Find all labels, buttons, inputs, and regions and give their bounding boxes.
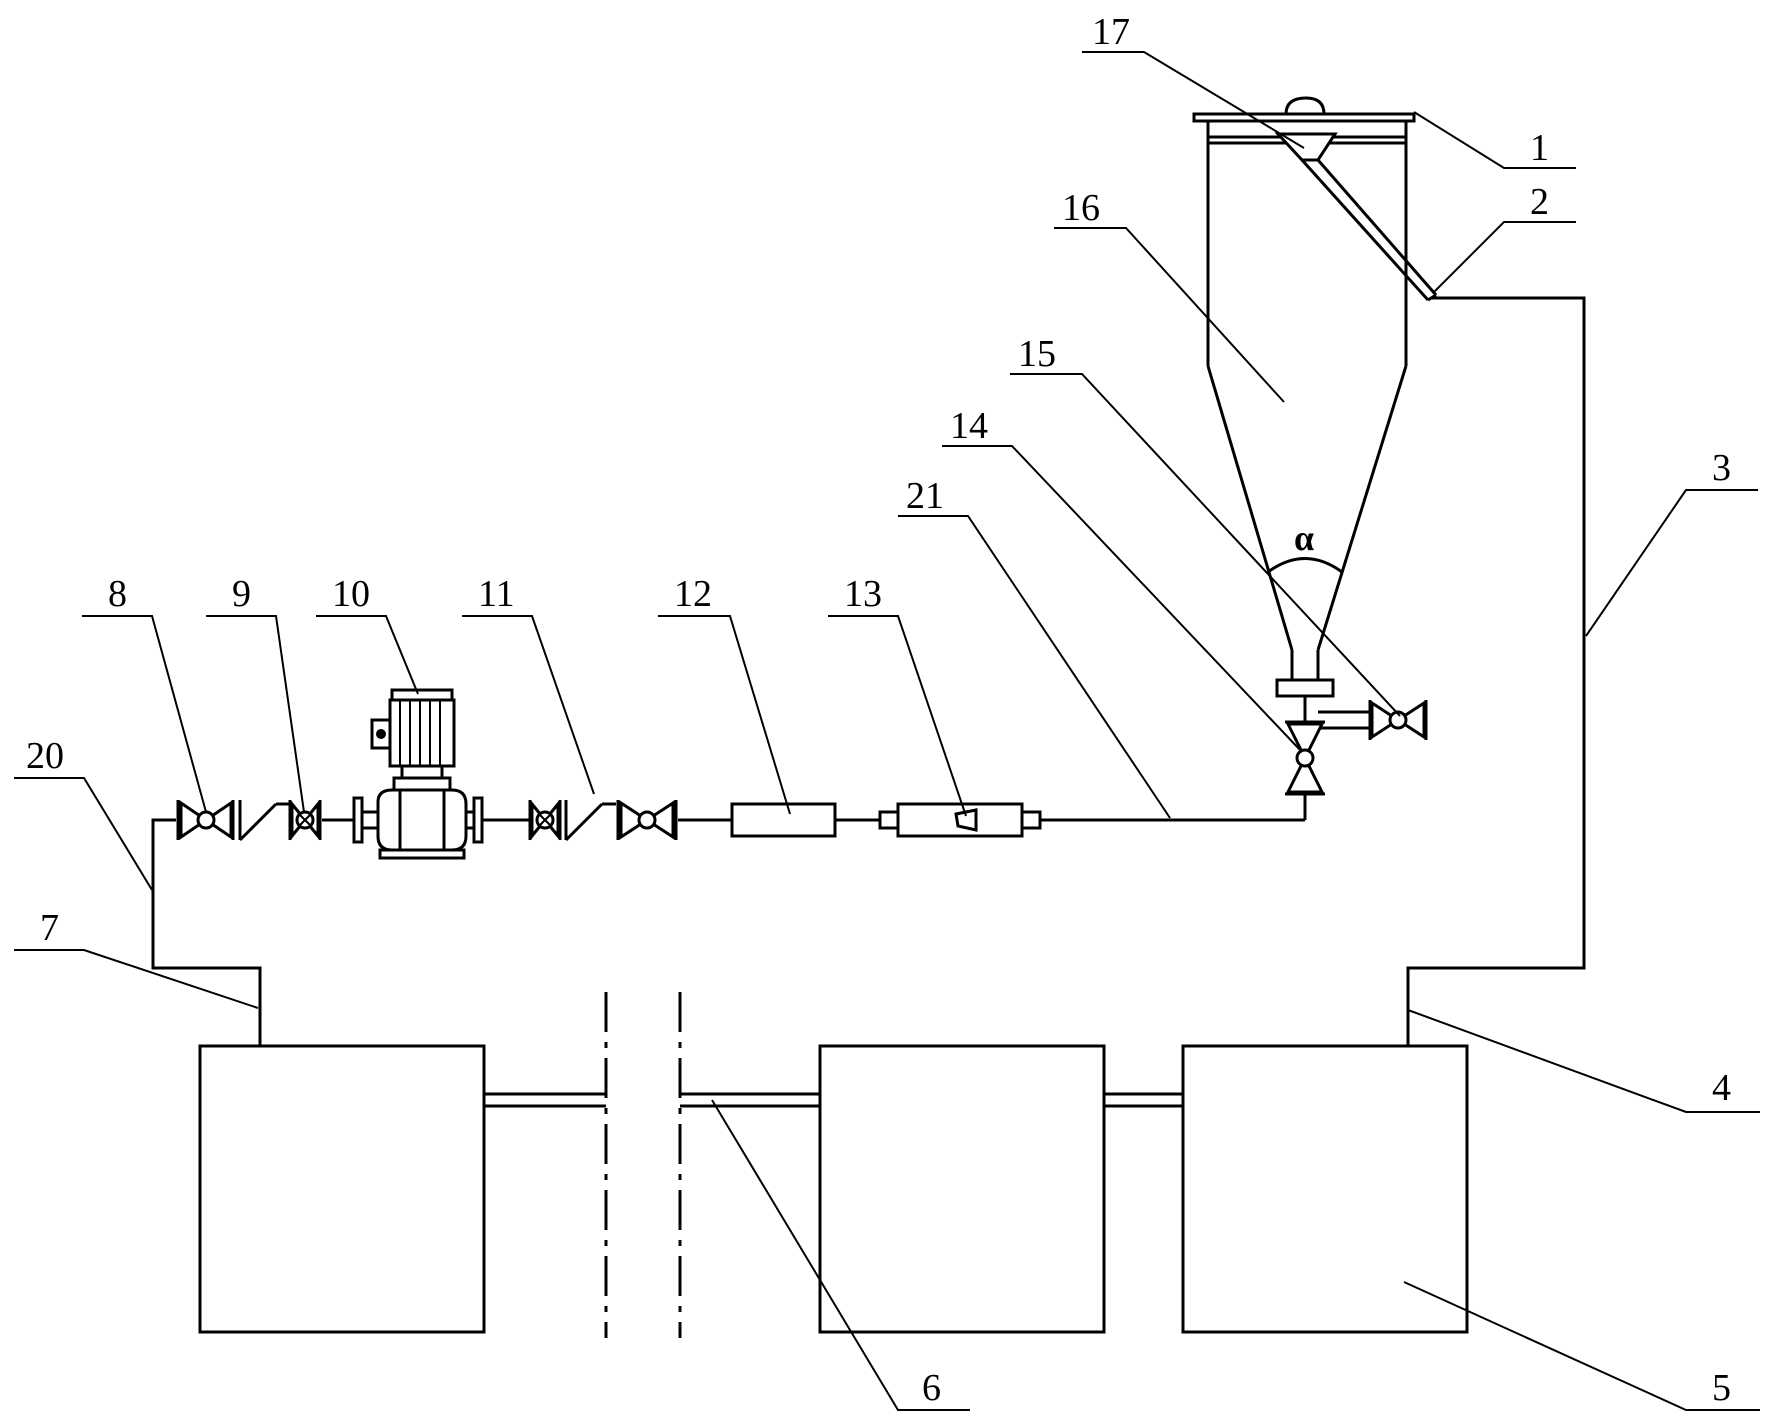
outlet-valve xyxy=(1285,720,1325,796)
leader-lines xyxy=(14,51,1760,1411)
pump-casing xyxy=(376,788,468,852)
suction-pipe xyxy=(151,818,262,1046)
label-1: 1 xyxy=(1530,127,1549,169)
pump-unit xyxy=(352,688,484,860)
labels: 17 1 2 16 15 14 21 3 4 5 6 7 20 8 9 10 1… xyxy=(26,11,1731,1409)
label-20: 20 xyxy=(26,735,64,777)
label-14: 14 xyxy=(950,405,988,447)
valve-group-11 xyxy=(528,799,678,842)
cone-angle-arc xyxy=(1267,557,1343,574)
label-12: 12 xyxy=(674,573,712,615)
supply-line xyxy=(151,696,1307,1046)
label-10: 10 xyxy=(332,573,370,615)
tank-lid xyxy=(1192,112,1416,123)
tank-right xyxy=(1181,1044,1469,1334)
label-8: 8 xyxy=(108,573,127,615)
label-7: 7 xyxy=(40,907,59,949)
label-13: 13 xyxy=(844,573,882,615)
side-valve xyxy=(1318,700,1428,740)
outlet-flange xyxy=(1275,678,1335,698)
label-2: 2 xyxy=(1530,181,1549,223)
label-6: 6 xyxy=(922,1367,941,1409)
label-alpha: α xyxy=(1294,518,1314,558)
tank-middle xyxy=(818,1044,1106,1334)
label-15: 15 xyxy=(1018,333,1056,375)
lid-handle xyxy=(1284,96,1326,115)
label-17: 17 xyxy=(1092,11,1130,53)
tank-left xyxy=(198,1044,486,1334)
return-pipe xyxy=(1406,296,1586,1046)
filter-12 xyxy=(730,802,837,838)
label-16: 16 xyxy=(1062,187,1100,229)
label-11: 11 xyxy=(478,573,515,615)
ball-valve-9 xyxy=(288,799,322,841)
flowmeter-13 xyxy=(878,802,1042,838)
check-valve-8-9 xyxy=(238,800,290,842)
label-21: 21 xyxy=(906,475,944,517)
feed-chute xyxy=(1274,132,1438,302)
label-3: 3 xyxy=(1712,447,1731,489)
gate-valve-8 xyxy=(176,800,235,840)
hopper-tank xyxy=(1192,96,1416,698)
label-4: 4 xyxy=(1712,1067,1731,1109)
label-9: 9 xyxy=(232,573,251,615)
label-5: 5 xyxy=(1712,1367,1731,1409)
